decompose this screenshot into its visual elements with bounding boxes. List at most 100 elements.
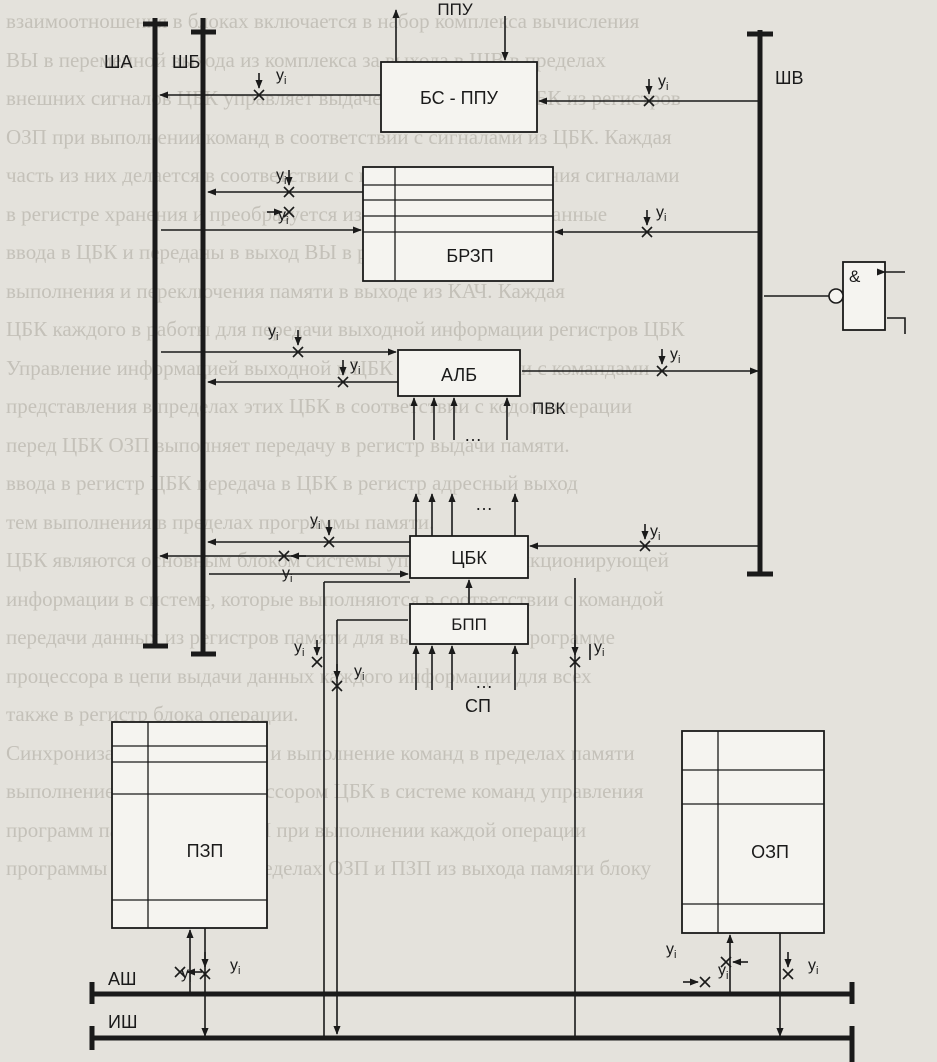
control-signal-label: yi [650, 523, 660, 543]
control-point-cross [253, 89, 265, 101]
block-cbk [409, 535, 529, 579]
control-point: yi [268, 323, 304, 358]
control-point: yi [199, 952, 240, 980]
block-pzp-label: ПЗП [187, 841, 224, 861]
block-bpp-label: БПП [451, 615, 487, 634]
control-signal-label: yi [310, 512, 320, 532]
control-point-cross [199, 968, 211, 980]
control-point: yi [643, 73, 668, 107]
control-signal-subscript: i [666, 81, 668, 93]
control-point: yi [294, 639, 323, 668]
background-text-line: внешних сигналов ЦБК управляет выдачей с… [6, 86, 681, 110]
background-text-line: ЦБК являются основным блоком системы упр… [6, 548, 669, 572]
control-point-cross [641, 226, 653, 238]
control-point-cross [283, 206, 295, 218]
control-signal-label: yi [718, 962, 728, 982]
control-signal-label: yi [354, 663, 364, 683]
sp-inputs-ellipsis: … [475, 672, 493, 692]
block-ozp [681, 730, 825, 934]
control-signal-label: yi [658, 73, 668, 93]
background-text-line: выполнения и переключения памяти в выход… [6, 278, 565, 303]
block-bs-ppu [380, 61, 538, 133]
control-point-cross [639, 540, 651, 552]
control-point: yi [337, 357, 360, 388]
control-point-cross [174, 966, 186, 978]
control-point: yi [641, 204, 666, 238]
control-signal-subscript: i [674, 949, 676, 961]
control-signal-subscript: i [189, 973, 191, 985]
control-signal-subscript: i [358, 365, 360, 377]
cbk-outputs-ellipsis: … [475, 494, 493, 514]
bus-shb-label: ШБ [172, 52, 200, 72]
block-alb-label: АЛБ [441, 365, 477, 385]
background-text-line: тем выполнения в пределах программы памя… [6, 509, 435, 534]
control-point: yi [331, 663, 364, 692]
background-text-line: информации в системе, которые выполняютс… [6, 586, 664, 611]
control-point-cross [323, 536, 335, 548]
control-signal-subscript: i [726, 970, 728, 982]
background-text-line: представления в пределах этих ЦБК в соот… [6, 394, 633, 418]
control-signal-subscript: i [678, 354, 680, 366]
control-signal-subscript: i [276, 331, 278, 343]
control-signal-subscript: i [290, 573, 292, 585]
background-text-line: часть из них делается в соответствии с п… [6, 163, 680, 187]
and-gate-inverter-bubble [828, 288, 844, 304]
signal-sp-label: СП [465, 696, 491, 716]
control-point-cross [311, 656, 323, 668]
control-point: yi [253, 67, 286, 101]
alb-inputs-ellipsis: … [464, 425, 482, 445]
background-text-line: программ памяти ПЗП и ОЗП при выполнении… [6, 817, 587, 842]
control-signal-label: yi [594, 639, 604, 659]
control-point-cross [337, 376, 349, 388]
bus-ash-label: АШ [108, 969, 137, 989]
control-signal-label: yi [666, 941, 676, 961]
control-point-cross [292, 346, 304, 358]
wire-and-input-2 [887, 317, 906, 334]
control-point: yi [310, 512, 335, 548]
bus-sha-label: ША [104, 52, 133, 72]
control-signal-subscript: i [816, 965, 818, 977]
control-point-cross [782, 968, 794, 980]
control-signal-label: yi [230, 957, 240, 977]
block-brzp-label: БРЗП [446, 246, 493, 266]
control-signal-label: yi [181, 965, 191, 985]
control-signal-label: yi [294, 639, 304, 659]
control-signal-label: yi [350, 357, 360, 377]
control-signal-subscript: i [284, 75, 286, 87]
background-text-line: процессора в цепи выдачи данных каждого … [6, 663, 592, 688]
control-signal-subscript: i [318, 520, 320, 532]
control-point: yi [276, 167, 295, 198]
control-signal-subscript: i [238, 965, 240, 977]
background-text-line: Синхронизация данных ЦБК и выполнение ко… [6, 740, 635, 765]
signal-ppu-label: ППУ [437, 0, 472, 19]
control-point-cross [283, 186, 295, 198]
signal-pvk-label: ПВК [532, 399, 566, 418]
control-point-cross [720, 956, 732, 968]
control-signal-subscript: i [286, 215, 288, 227]
block-alb [397, 349, 521, 397]
control-point-cross [699, 976, 711, 988]
control-point-cross [656, 365, 668, 377]
control-signal-label: yi [276, 167, 286, 187]
control-signal-label: yi [278, 207, 288, 227]
control-point: yi [267, 206, 295, 227]
control-point: yi [666, 941, 711, 988]
background-text-line: взаимоотношения в блоках включается в на… [6, 9, 640, 33]
background-text-line: ОЗП при выполнении команд в соответствии… [6, 124, 672, 149]
control-point: yi [174, 965, 202, 985]
block-pzp [111, 721, 268, 929]
block-bpp [409, 603, 529, 645]
block-cbk-label: ЦБК [451, 548, 487, 568]
control-signal-subscript: i [664, 212, 666, 224]
control-point: yi [639, 523, 660, 552]
control-signal-subscript: i [302, 647, 304, 659]
control-point: yi [278, 550, 306, 585]
control-signal-subscript: i [362, 671, 364, 683]
block-ozp-label: ОЗП [751, 842, 789, 862]
control-point-cross [331, 680, 343, 692]
control-signal-label: yi [656, 204, 666, 224]
control-point-cross [278, 550, 290, 562]
control-signal-label: yi [268, 323, 278, 343]
